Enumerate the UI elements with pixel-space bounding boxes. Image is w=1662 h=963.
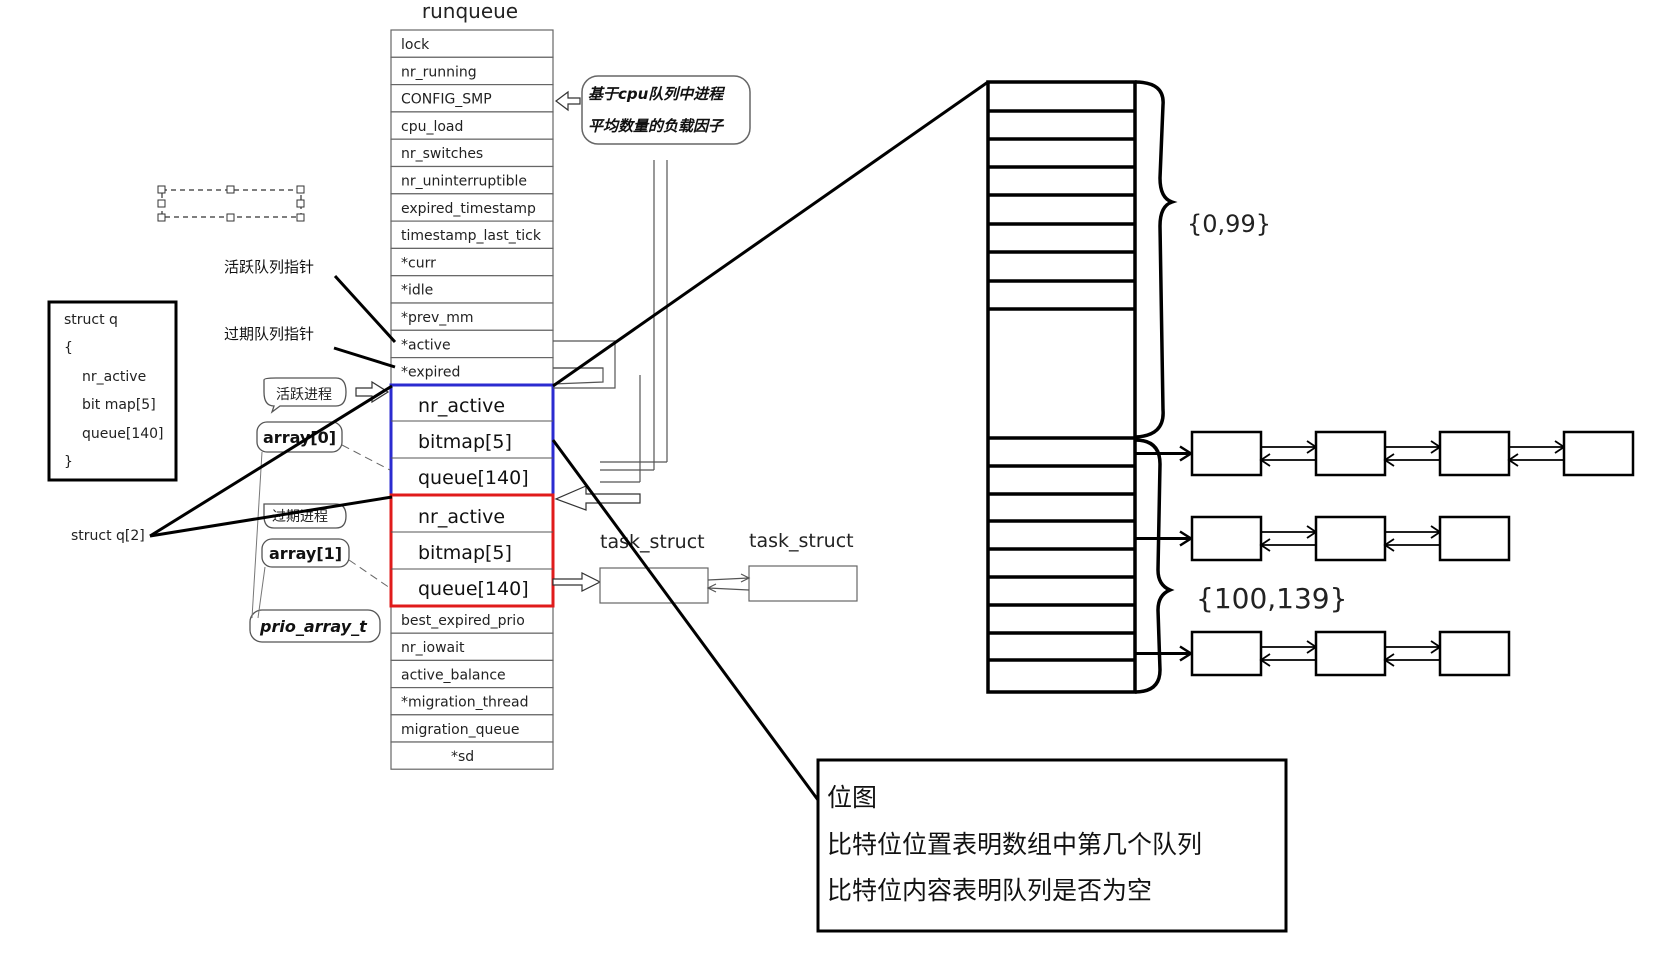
task-struct-left: task_struct [599,531,709,604]
bitmap-note-title: 位图 [827,783,877,812]
list-node [1190,630,1263,677]
struct-q-line-3: bit map[5] [82,397,156,413]
bitmap-note-line1: 比特位位置表明数组中第几个队列 [827,830,1202,859]
list-node [1190,515,1263,562]
cpu-load-note-line2: 平均数量的负载因子 [588,117,725,135]
range-low-label: {0,99} [1187,210,1271,238]
runqueue-field-row [390,741,554,770]
queue-to-task-arrow [552,572,602,592]
list-node [1314,630,1387,677]
expired-pointer-label: 过期队列指针 [224,325,314,343]
array0-queue: queue[140] [418,467,529,489]
runqueue-field-row [390,275,554,304]
brace-low [1134,80,1178,439]
dashed-selection-box [157,185,305,222]
list-node [1438,630,1511,677]
runqueue-field-row [390,111,554,140]
runqueue-field-row [390,714,554,743]
runqueue-field-label: migration_queue [401,722,519,738]
zoom-line-bottom [551,439,820,801]
runqueue-field-label: *curr [401,255,436,271]
runqueue-field-label: *migration_thread [401,695,528,711]
list-node [1190,430,1263,477]
runqueue-field-label: nr_running [401,64,477,80]
runqueue-field-label: *active [401,337,451,353]
runqueue-field-label: cpu_load [401,119,463,135]
runqueue-field-label: lock [401,37,430,53]
runqueue-field-label: CONFIG_SMP [401,92,492,108]
runqueue-field-row [390,29,554,58]
runqueue-field-label: nr_uninterruptible [401,174,527,190]
list-node [1562,430,1635,477]
runqueue-field-row [390,165,554,195]
pointer-connectors [552,160,668,511]
prio-array-bubble: prio_array_t [249,451,381,643]
array1-nr-active: nr_active [418,506,505,528]
struct-q-line-2: nr_active [82,369,146,385]
active-process-label: 活跃进程 [276,387,332,403]
list-node [1438,515,1511,562]
struct-q-line-0: struct q [64,312,118,328]
struct-q-line-1: { [64,340,73,356]
runqueue-field-label: active_balance [401,667,506,683]
prio-array-label: prio_array_t [259,617,368,636]
array1-box: nr_active bitmap[5] queue[140] [389,493,555,608]
runqueue-field-label: *expired [401,365,460,381]
active-process-bubble: 活跃进程 [263,377,390,414]
array1-queue: queue[140] [418,578,529,600]
list-node [1438,430,1511,477]
struct-q-line-5: } [64,454,73,470]
struct-q-line-4: queue[140] [82,426,164,442]
runqueue-title: runqueue [422,0,518,23]
runqueue-field-row [390,659,554,689]
runqueue-field-row [390,686,554,716]
array1-bubble: array[1] [261,538,391,589]
task-struct-double-arrow [706,573,751,593]
runqueue-field-row [390,220,554,250]
runqueue-field-label: nr_iowait [401,640,465,656]
runqueue-field-label: *prev_mm [401,310,474,326]
task-struct-right-label: task_struct [749,530,854,552]
runqueue-field-label: *sd [451,749,474,765]
queue-array-column [986,80,1137,694]
struct-q2-label: struct q[2] [71,528,145,544]
zoom-line-top [552,80,989,388]
task-linked-lists [1135,430,1635,677]
array1-bitmap: bitmap[5] [418,542,512,564]
runqueue-field-label: timestamp_last_tick [401,228,542,244]
struct-q-box: struct q { nr_active bit map[5] queue[14… [47,300,178,482]
list-node [1314,515,1387,562]
runqueue-field-label: *idle [401,283,433,299]
cpu-load-note-line1: 基于cpu队列中进程 [588,85,725,103]
runqueue-field-label: best_expired_prio [401,613,525,629]
array0-bitmap: bitmap[5] [418,431,512,453]
runqueue-field-label: nr_switches [401,146,483,162]
array0-box: nr_active bitmap[5] queue[140] [389,383,555,497]
runqueue-field-label: expired_timestamp [401,201,536,217]
bitmap-note-line2: 比特位内容表明队列是否为空 [827,876,1152,905]
runqueue-field-row [390,302,554,331]
range-high-label: {100,139} [1196,582,1347,615]
array1-label: array[1] [269,544,342,563]
runqueue-field-row [390,329,554,359]
array0-nr-active: nr_active [418,395,505,417]
task-struct-left-label: task_struct [600,531,705,553]
cpu-load-note: 基于cpu队列中进程 平均数量的负载因子 [555,75,751,145]
list-node [1314,430,1387,477]
runqueue-fields-bottom: best_expired_prio nr_iowait active_balance… [390,605,554,770]
active-pointer-label: 活跃队列指针 [224,258,314,276]
runqueue-field-row [390,56,554,86]
bitmap-note-box: 位图 比特位位置表明数组中第几个队列 比特位内容表明队列是否为空 [816,758,1288,933]
task-struct-right: task_struct [748,530,858,602]
